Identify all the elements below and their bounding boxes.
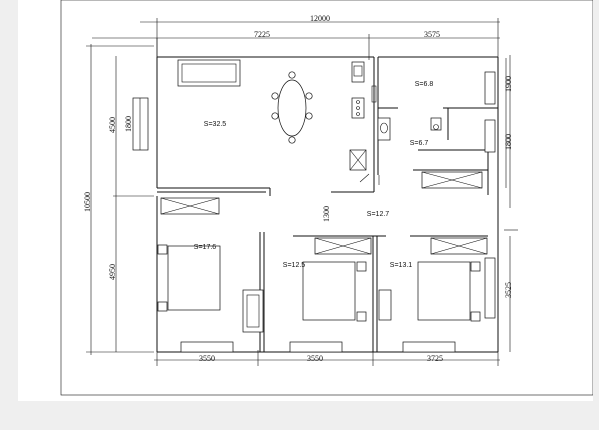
- bed-3: [417, 261, 471, 321]
- dim-left-upper: 4500: [108, 117, 117, 133]
- sofa: [177, 59, 241, 87]
- dim-total-height: 10500: [83, 192, 92, 212]
- dim-window-left: 1800: [124, 116, 133, 132]
- dim-right-mid: 1800: [504, 134, 513, 150]
- bed-1: [167, 245, 221, 311]
- dim-top-right: 3575: [424, 30, 440, 39]
- dim-left-lower: 4950: [108, 264, 117, 280]
- room-area-bedroom-1: S=17.6: [194, 244, 216, 251]
- dim-bottom-1: 3550: [199, 354, 215, 363]
- dim-right-lower: 3525: [504, 282, 513, 298]
- dim-total-width: 12000: [310, 14, 330, 23]
- drawing-sheet: 12000 7225 3575 10500 4500 4950 1800 190…: [18, 0, 593, 401]
- floor-plan: 12000 7225 3575 10500 4500 4950 1800 190…: [60, 0, 593, 396]
- room-area-bedroom-2: S=12.5: [283, 262, 305, 269]
- room-area-hall: S=12.7: [367, 211, 389, 218]
- dim-bottom-3: 3725: [427, 354, 443, 363]
- room-area-living: S=32.5: [204, 121, 226, 128]
- furniture: [157, 59, 481, 333]
- dim-top-left: 7225: [254, 30, 270, 39]
- dining-table: [277, 79, 307, 137]
- sheet-frame: [60, 0, 593, 396]
- dim-bottom-2: 3550: [307, 354, 323, 363]
- room-area-bedroom-3: S=13.1: [390, 262, 412, 269]
- bed-2: [302, 261, 356, 321]
- windows: [132, 71, 496, 353]
- room-area-wc: S=6.7: [410, 140, 429, 147]
- dim-corridor: 1300: [322, 206, 331, 222]
- room-area-bath: S=6.8: [415, 81, 434, 88]
- dimension-lines: [86, 18, 518, 366]
- dim-right-top: 1900: [504, 76, 513, 92]
- wardrobes: [160, 149, 488, 255]
